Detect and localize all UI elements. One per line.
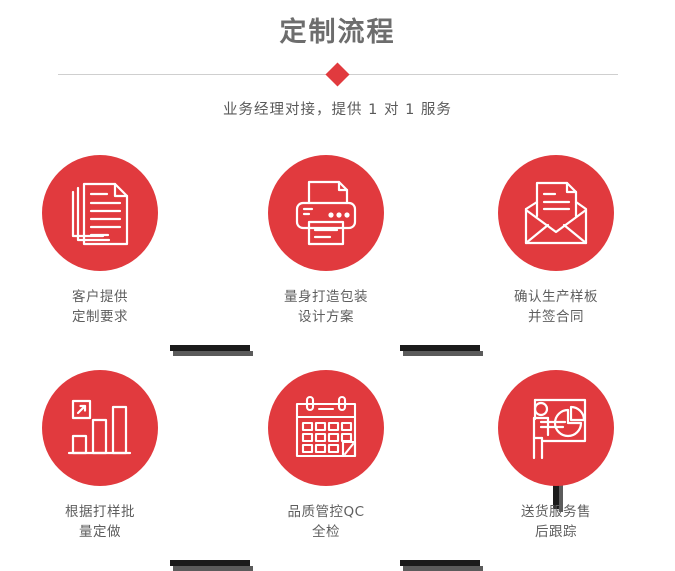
presenter-pie-chart-icon — [521, 393, 591, 463]
step-1-caption-line1: 客户提供 — [72, 289, 128, 305]
connector-step1-step2 — [170, 345, 253, 356]
step-6-caption-line1: 送货服务售 — [521, 504, 591, 520]
flow-step-6[interactable]: 送货服务售 后跟踪 — [481, 355, 631, 542]
step-3-caption-line2: 并签合同 — [528, 309, 584, 325]
step-5-caption-line1: 品质管控QC — [287, 504, 365, 520]
step-6-caption: 送货服务售 后跟踪 — [481, 502, 631, 542]
connector-step3-step6 — [553, 473, 563, 512]
connector-step5-step6 — [400, 560, 483, 571]
step-1-caption-line2: 定制要求 — [72, 309, 128, 325]
flow-step-4[interactable]: 根据打样批 量定做 — [25, 355, 175, 542]
page-header: 定制流程 业务经理对接，提供 1 对 1 服务 — [0, 0, 675, 119]
step-2-caption: 量身打造包装 设计方案 — [251, 287, 401, 327]
flow-step-5[interactable]: 品质管控QC 全检 — [251, 355, 401, 542]
connector-step2-step3 — [400, 345, 483, 356]
step-4-caption-line2: 量定做 — [79, 524, 121, 540]
diamond-icon — [325, 61, 350, 87]
page-subtitle: 业务经理对接，提供 1 对 1 服务 — [223, 102, 452, 118]
step-3-caption-line1: 确认生产样板 — [514, 289, 598, 305]
printer-icon — [290, 177, 362, 249]
step-5-caption: 品质管控QC 全检 — [251, 502, 401, 542]
step-2-circle[interactable] — [268, 155, 384, 271]
page-title: 定制流程 — [279, 17, 396, 48]
flow-step-1[interactable]: 客户提供 定制要求 — [25, 140, 175, 327]
step-5-circle[interactable] — [268, 370, 384, 486]
step-2-caption-line2: 设计方案 — [298, 309, 354, 325]
step-1-circle[interactable] — [42, 155, 158, 271]
step-2-caption-line1: 量身打造包装 — [284, 289, 368, 305]
step-4-caption-line1: 根据打样批 — [65, 504, 135, 520]
connector-step4-step5 — [170, 560, 253, 571]
step-6-caption-line2: 后跟踪 — [535, 524, 577, 540]
step-3-circle[interactable] — [498, 155, 614, 271]
flow-row-bottom: 根据打样批 量定做 — [0, 355, 675, 571]
flow-step-2[interactable]: 量身打造包装 设计方案 — [251, 140, 401, 327]
step-3-caption: 确认生产样板 并签合同 — [481, 287, 631, 327]
divider — [0, 60, 675, 90]
flow-step-3[interactable]: 确认生产样板 并签合同 — [481, 140, 631, 327]
step-4-caption: 根据打样批 量定做 — [25, 502, 175, 542]
process-flow: 客户提供 定制要求 — [0, 140, 675, 571]
step-5-caption-line2: 全检 — [312, 524, 340, 540]
step-6-circle[interactable] — [498, 370, 614, 486]
bar-chart-growth-icon — [67, 395, 133, 461]
documents-stack-icon — [65, 178, 135, 248]
flow-row-top: 客户提供 定制要求 — [0, 140, 675, 356]
calendar-icon — [291, 393, 361, 463]
envelope-document-icon — [520, 177, 592, 249]
step-4-circle[interactable] — [42, 370, 158, 486]
step-1-caption: 客户提供 定制要求 — [25, 287, 175, 327]
